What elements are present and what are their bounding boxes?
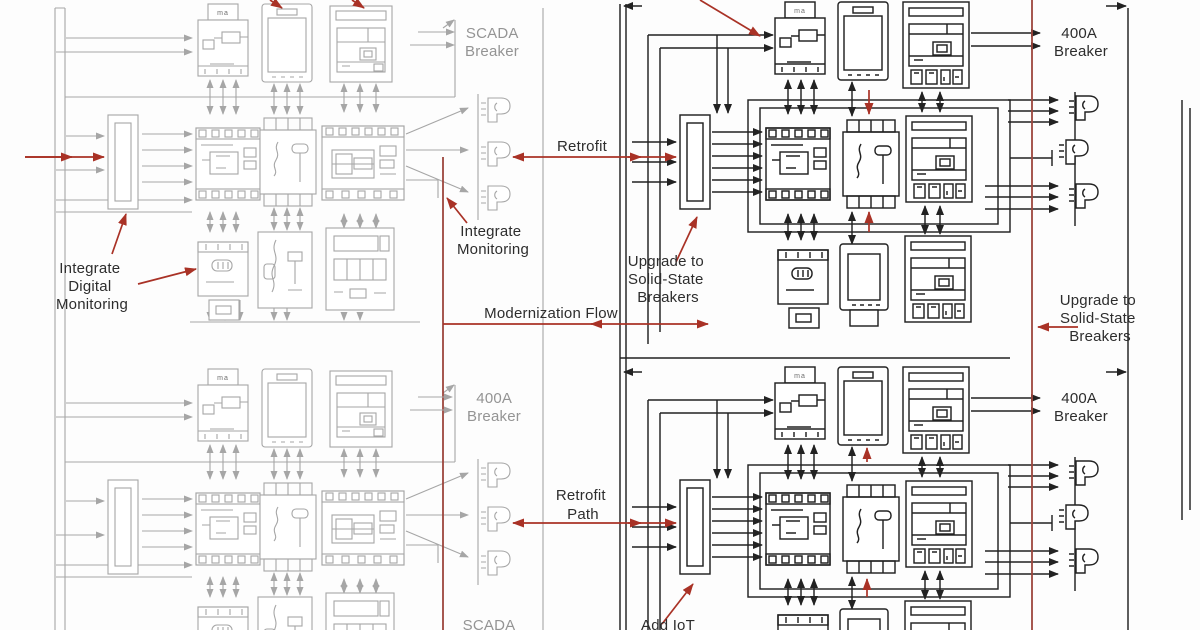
add-iot-arrow [661,583,694,625]
breaker-400a-left-label: 400A Breaker [467,390,521,425]
breaker-marking-right-top: ma [794,8,806,15]
integrate-monitoring-arrow [446,197,468,224]
scada-partial-label: SCADA [463,617,516,630]
top-entry-arrow [699,0,761,37]
breaker-400a-right-top-label: 400A Breaker [1054,25,1108,60]
upgrade-center-arrow [675,216,698,263]
breaker-marking-left-bottom: ma [217,375,229,382]
breaker-marking-left-top: ma [217,10,229,17]
modernization-flow-label: Modernization Flow [484,305,618,322]
breaker-marking-right-bottom: ma [794,373,806,380]
integrate-digital-monitoring-label: Integrate Digital Monitoring [56,260,128,313]
retrofit-label: Retrofit [557,138,608,155]
modern-frame-lines [619,2,1191,630]
annotation-arrows [25,0,1078,630]
legacy-frame-lines [54,7,544,630]
breaker-400a-right-bottom-label: 400A Breaker [1054,390,1108,425]
integrate-digital-arrow-1 [111,213,127,255]
upgrade-solid-state-center-label: Upgrade to Solid-State Breakers [628,253,709,306]
modern-switchgear-top [632,2,1098,344]
legacy-label-leaders [410,28,455,414]
add-iot-label: Add IoT [641,617,695,630]
retrofit-path-label: Retrofit Path [556,487,610,523]
upgrade-solid-state-right-label: Upgrade to Solid-State Breakers [1060,292,1141,345]
modern-switchgear-bottom [632,367,1098,630]
integrate-digital-arrow-2 [137,267,197,285]
diagram-labels: SCADA Breaker 400A Breaker 400A Breaker … [56,8,1141,630]
integrate-monitoring-label: Integrate Monitoring [457,223,529,258]
legacy-switchgear-bottom [56,369,510,630]
scada-breaker-label: SCADA Breaker [465,25,522,60]
